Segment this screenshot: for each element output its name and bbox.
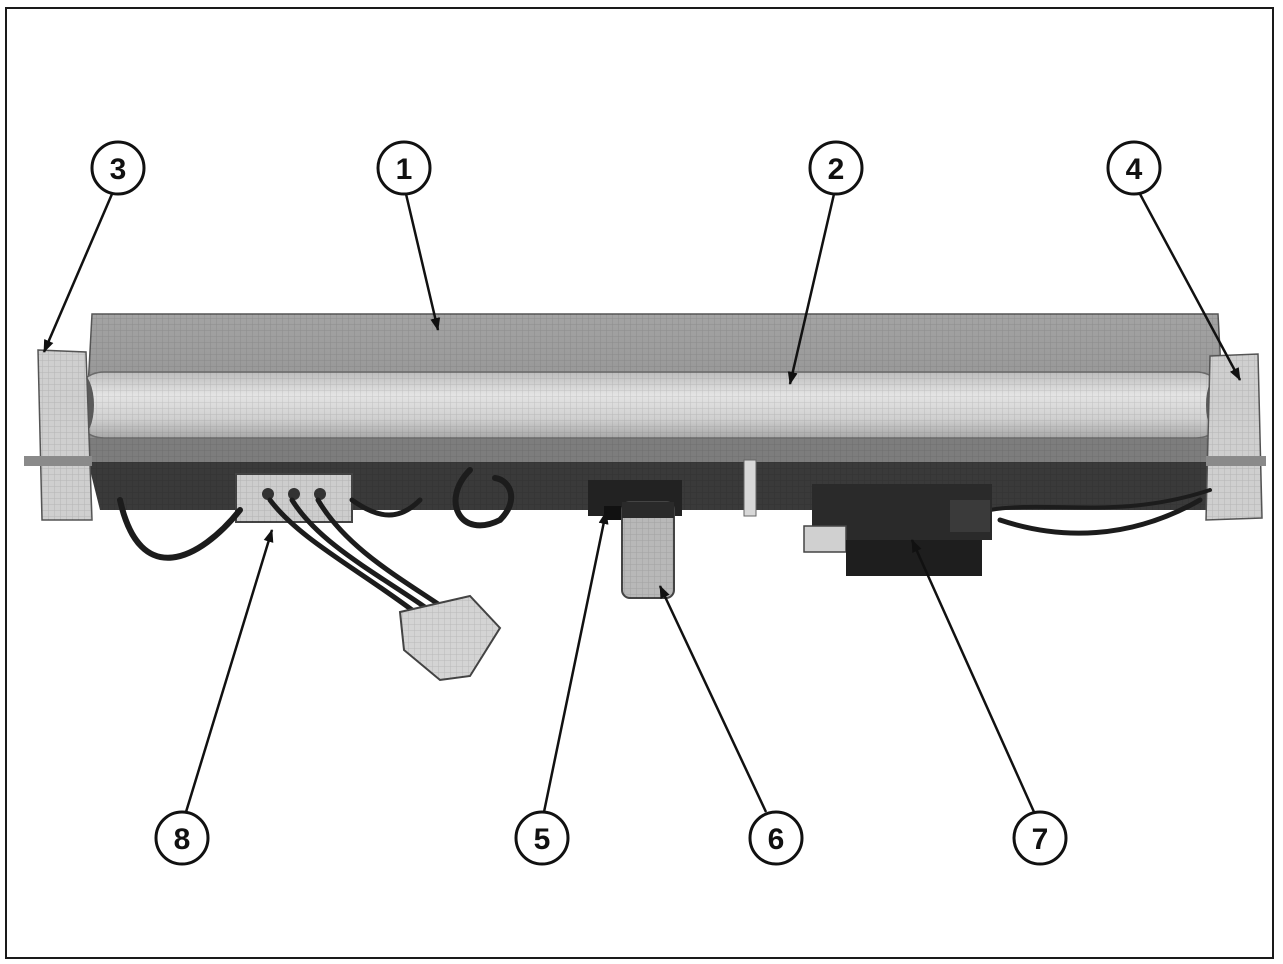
fluorescent-tube — [66, 371, 1234, 439]
ballast — [803, 484, 992, 576]
callout-label: 8 — [174, 823, 191, 856]
callout-3: 3 — [90, 140, 146, 196]
callout-1: 1 — [376, 140, 432, 196]
callout-2: 2 — [808, 140, 864, 196]
callout-6: 6 — [748, 810, 804, 866]
callout-circle — [376, 140, 432, 196]
lamp-holder-right — [1205, 353, 1266, 521]
leader-line-8 — [184, 529, 274, 813]
leader-line-7 — [910, 539, 1036, 813]
terminal-block — [235, 473, 353, 523]
callout-circle — [1012, 810, 1068, 866]
callout-5: 5 — [514, 810, 570, 866]
cable-tie — [743, 459, 757, 517]
callout-label: 4 — [1126, 153, 1143, 186]
callout-circle — [1106, 140, 1162, 196]
callout-label: 2 — [828, 153, 845, 186]
callout-circle — [90, 140, 146, 196]
leader-line-6 — [658, 585, 768, 813]
callout-circle — [808, 140, 864, 196]
leader-line-2 — [787, 193, 836, 385]
callout-circle — [748, 810, 804, 866]
callout-circle — [154, 810, 210, 866]
callout-leaders — [42, 193, 1242, 813]
leader-line-3 — [42, 193, 114, 353]
callout-8: 8 — [154, 810, 210, 866]
leader-line-4 — [1138, 193, 1242, 381]
plug-connector — [398, 594, 502, 682]
callout-7: 7 — [1012, 810, 1068, 866]
leader-line-1 — [404, 193, 441, 331]
lamp-holder-left — [24, 349, 93, 521]
leader-line-5 — [542, 511, 609, 813]
wiring-harness — [117, 467, 1212, 619]
callout-circle — [514, 810, 570, 866]
callout-4: 4 — [1106, 140, 1162, 196]
callout-label: 5 — [534, 823, 551, 856]
callout-label: 6 — [768, 823, 785, 856]
callout-label: 7 — [1032, 823, 1049, 856]
callout-label: 3 — [110, 153, 127, 186]
starter — [621, 501, 675, 599]
callout-label: 1 — [396, 153, 413, 186]
